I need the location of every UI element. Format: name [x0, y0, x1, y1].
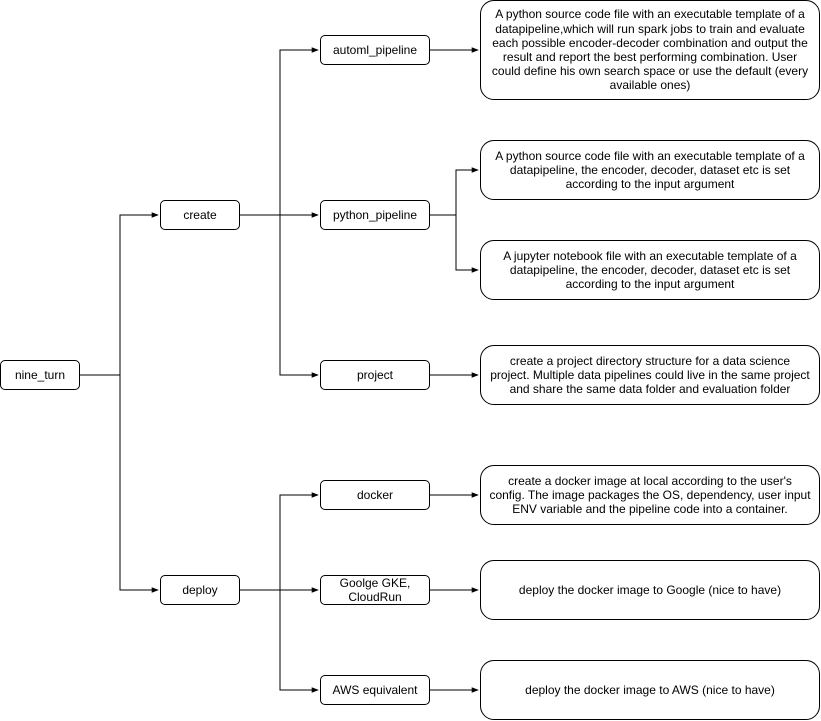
- desc-aws: deploy the docker image to AWS (nice to …: [480, 660, 820, 720]
- node-docker: docker: [320, 480, 430, 510]
- edge-deploy-aws: [279, 590, 319, 693]
- node-create: create: [160, 200, 240, 230]
- node-automl-pipeline: automl_pipeline: [320, 35, 430, 65]
- edge-root-create: [80, 212, 159, 376]
- desc-google: deploy the docker image to Google (nice …: [480, 560, 820, 620]
- edge-python-file-desc: [430, 167, 479, 216]
- node-python-pipeline: python_pipeline: [320, 200, 430, 230]
- desc-python-file-text: A python source code file with an execut…: [495, 148, 805, 192]
- edge-create-project: [279, 215, 319, 378]
- desc-jupyter-notebook: A jupyter notebook file with an executab…: [480, 240, 820, 300]
- desc-google-text: deploy the docker image to Google (nice …: [518, 582, 782, 597]
- edge-root-deploy: [119, 375, 159, 593]
- edge-create-automl: [240, 47, 319, 216]
- desc-notebook-text: A jupyter notebook file with an executab…: [503, 248, 797, 292]
- node-nine-turn: nine_turn: [0, 360, 80, 390]
- desc-aws-text: deploy the docker image to AWS (nice to …: [525, 682, 775, 697]
- desc-docker-text: create a docker image at local according…: [489, 473, 811, 517]
- node-google-gke-cloudrun: Goolge GKE, CloudRun: [320, 575, 430, 605]
- desc-project-text: create a project directory structure for…: [490, 353, 810, 397]
- desc-automl-text: A python source code file with an execut…: [491, 7, 809, 93]
- desc-python-source-file: A python source code file with an execut…: [480, 140, 820, 200]
- node-project: project: [320, 360, 430, 390]
- desc-docker: create a docker image at local according…: [480, 465, 820, 525]
- edge-deploy-docker: [240, 492, 319, 591]
- desc-automl-pipeline: A python source code file with an execut…: [480, 0, 820, 100]
- edge-python-notebook-desc: [455, 215, 479, 273]
- node-deploy: deploy: [160, 575, 240, 605]
- node-aws-equivalent: AWS equivalent: [320, 675, 430, 705]
- desc-project: create a project directory structure for…: [480, 345, 820, 405]
